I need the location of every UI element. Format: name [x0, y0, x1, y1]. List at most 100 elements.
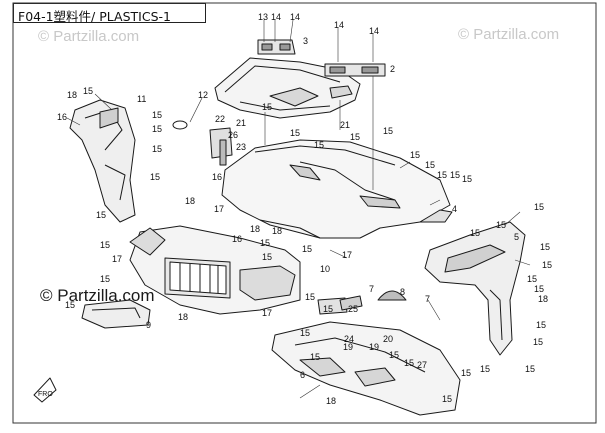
small-plate-2 — [339, 295, 363, 311]
callout-15: 15 — [404, 358, 414, 368]
callout-25: 25 — [348, 304, 358, 314]
callout-27: 27 — [417, 360, 427, 370]
callout-24: 24 — [344, 334, 354, 344]
callout-15: 15 — [65, 300, 75, 310]
callout-6: 6 — [300, 370, 305, 380]
callout-15: 15 — [437, 170, 447, 180]
right-side-panel — [424, 221, 526, 356]
small-bracket — [209, 127, 233, 166]
diagram-border — [12, 2, 597, 424]
callout-17: 17 — [342, 250, 352, 260]
lower-floor-panel — [271, 321, 461, 416]
callout-15: 15 — [540, 242, 550, 252]
callout-17: 17 — [214, 204, 224, 214]
callout-21: 21 — [340, 120, 350, 130]
callout-15: 15 — [300, 328, 310, 338]
callout-2: 2 — [390, 64, 395, 74]
svg-text:FRO: FRO — [38, 391, 53, 398]
callout-11: 11 — [137, 94, 146, 104]
callout-15: 15 — [536, 320, 546, 330]
callout-19: 19 — [369, 342, 379, 352]
callout-14: 14 — [334, 20, 344, 30]
callout-26: 26 — [228, 130, 238, 140]
callout-5: 5 — [514, 232, 519, 242]
callout-17: 17 — [262, 308, 272, 318]
callout-14: 14 — [369, 26, 379, 36]
callout-7: 7 — [425, 294, 430, 304]
callout-15: 15 — [152, 110, 162, 120]
watermark-top-right: © Partzilla.com — [458, 26, 560, 43]
callout-15: 15 — [533, 337, 543, 347]
left-side-panel — [69, 99, 136, 223]
callout-15: 15 — [314, 140, 324, 150]
callout-15: 15 — [100, 274, 110, 284]
callout-20: 20 — [383, 334, 393, 344]
callout-3: 3 — [303, 36, 308, 46]
callout-15: 15 — [534, 284, 544, 294]
direction-arrow-icon: FRO — [33, 377, 57, 403]
callout-4: 4 — [452, 204, 457, 214]
callout-15: 15 — [410, 150, 420, 160]
callout-16: 16 — [212, 172, 222, 182]
callout-15: 15 — [96, 210, 106, 220]
callout-19: 19 — [343, 342, 353, 352]
callout-15: 15 — [442, 394, 452, 404]
diagram-title-box: F04-1塑料件/ PLASTICS-1 — [13, 3, 206, 24]
small-plate — [317, 297, 348, 315]
callout-15: 15 — [496, 220, 506, 230]
callout-15: 15 — [450, 170, 460, 180]
callout-14: 14 — [271, 12, 281, 22]
left-lower-fender — [81, 299, 151, 329]
callout-15: 15 — [470, 228, 480, 238]
callout-15: 15 — [150, 172, 160, 182]
top-clip-cluster-right — [324, 63, 386, 77]
callout-10: 10 — [320, 264, 330, 274]
callout-15: 15 — [350, 132, 360, 142]
callout-15: 15 — [323, 304, 333, 314]
callout-21: 21 — [236, 118, 246, 128]
callout-15: 15 — [152, 144, 162, 154]
callout-22: 22 — [215, 114, 225, 124]
callout-15: 15 — [480, 364, 490, 374]
callout-15: 15 — [302, 244, 312, 254]
diagram-title: F04-1塑料件/ PLASTICS-1 — [18, 9, 171, 24]
callout-23: 23 — [236, 142, 246, 152]
callout-15: 15 — [527, 274, 537, 284]
callout-15: 15 — [525, 364, 535, 374]
callout-15: 15 — [383, 126, 393, 136]
round-clip — [172, 120, 188, 130]
front-body-panel — [221, 139, 453, 239]
callout-16: 16 — [57, 112, 67, 122]
leader-lines — [66, 19, 531, 399]
callout-17: 17 — [112, 254, 122, 264]
callout-9: 9 — [146, 320, 151, 330]
callout-15: 15 — [262, 102, 272, 112]
watermark-top-left: © Partzilla.com — [38, 28, 140, 45]
callout-15: 15 — [534, 202, 544, 212]
callout-13: 13 — [258, 12, 268, 22]
callout-15: 15 — [262, 252, 272, 262]
front-grille-cover — [129, 225, 301, 315]
callout-14: 14 — [290, 12, 300, 22]
callout-8: 8 — [400, 287, 405, 297]
callout-15: 15 — [305, 292, 315, 302]
callout-7: 7 — [369, 284, 374, 294]
callout-15: 15 — [389, 350, 399, 360]
dome-cap-part — [377, 290, 407, 301]
callout-15: 15 — [542, 260, 552, 270]
callout-18: 18 — [538, 294, 548, 304]
callout-15: 15 — [462, 174, 472, 184]
callout-12: 12 — [198, 90, 208, 100]
callout-15: 15 — [290, 128, 300, 138]
callout-15: 15 — [83, 86, 93, 96]
callout-18: 18 — [178, 312, 188, 322]
callout-15: 15 — [425, 160, 435, 170]
callout-18: 18 — [272, 226, 282, 236]
callout-18: 18 — [185, 196, 195, 206]
callout-15: 15 — [310, 352, 320, 362]
callout-15: 15 — [461, 368, 471, 378]
hood-panel — [214, 57, 361, 119]
callout-15: 15 — [152, 124, 162, 134]
